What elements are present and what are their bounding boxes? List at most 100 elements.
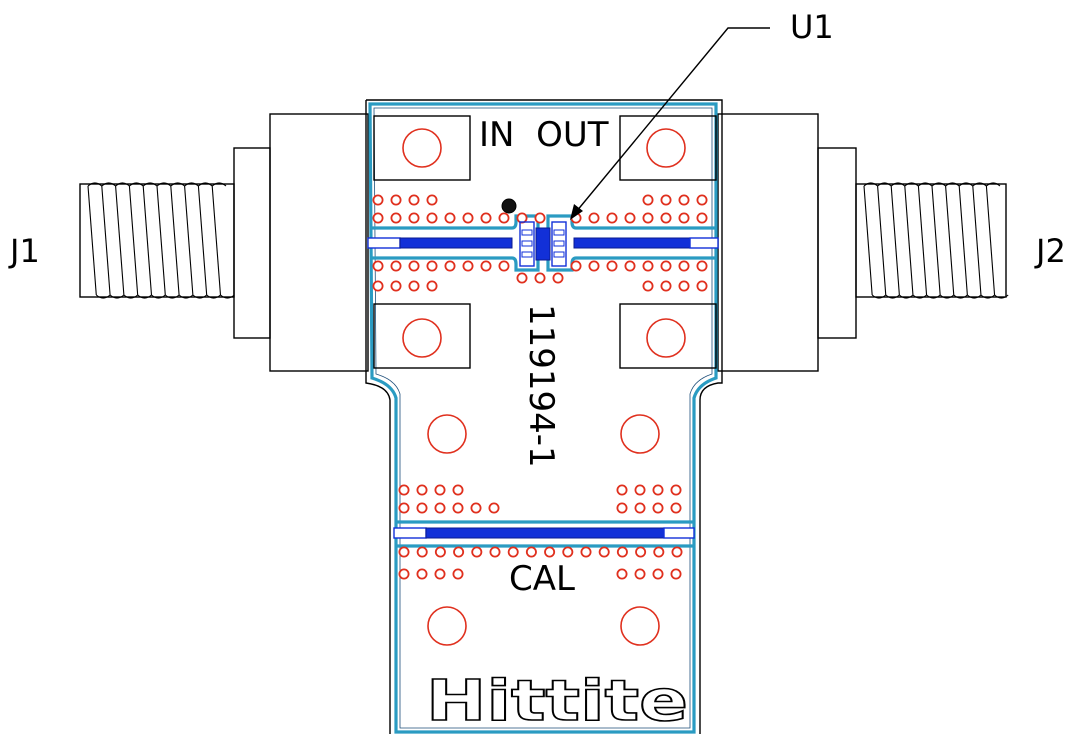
via (616, 502, 628, 514)
via (525, 546, 537, 558)
via (580, 546, 592, 558)
via (670, 484, 682, 496)
mount-hole-8 (620, 606, 660, 646)
label-u1: U1 (790, 8, 834, 46)
via (570, 260, 582, 272)
via (652, 502, 664, 514)
via (634, 568, 646, 580)
via (390, 212, 402, 224)
via (434, 546, 446, 558)
via (696, 260, 708, 272)
mount-hole-4 (646, 318, 686, 358)
via (489, 546, 501, 558)
via (372, 212, 384, 224)
via (426, 194, 438, 206)
via (606, 212, 618, 224)
via (660, 194, 672, 206)
label-in-out: IN OUT (479, 115, 609, 155)
label-cal: CAL (509, 559, 575, 599)
connector-j2 (717, 113, 1009, 372)
via (398, 546, 410, 558)
via (616, 546, 628, 558)
via (398, 568, 410, 580)
j2-body (817, 147, 857, 339)
connector-j1 (79, 113, 369, 372)
via (634, 502, 646, 514)
via (652, 484, 664, 496)
via (616, 484, 628, 496)
via (398, 502, 410, 514)
via (562, 546, 574, 558)
mount-hole-3 (402, 318, 442, 358)
via (678, 194, 690, 206)
via (452, 484, 464, 496)
j1-flange (269, 113, 369, 372)
via (426, 212, 438, 224)
via (372, 194, 384, 206)
mount-hole-1 (402, 128, 442, 168)
via (660, 212, 672, 224)
via (642, 212, 654, 224)
via (462, 212, 474, 224)
via (598, 546, 610, 558)
via (408, 260, 420, 272)
via (660, 260, 672, 272)
via (588, 212, 600, 224)
via (488, 502, 500, 514)
via (480, 260, 492, 272)
via (671, 546, 683, 558)
via (534, 272, 546, 284)
via (452, 568, 464, 580)
via (642, 260, 654, 272)
via (660, 280, 672, 292)
label-j1: J1 (8, 232, 40, 270)
via (444, 212, 456, 224)
via (434, 502, 446, 514)
via (642, 194, 654, 206)
via (416, 546, 428, 558)
via (635, 546, 647, 558)
via (408, 280, 420, 292)
via (544, 546, 556, 558)
mount-pad-bottom-right (619, 303, 717, 369)
copper-pour-outline (368, 102, 718, 734)
via (696, 280, 708, 292)
via (416, 568, 428, 580)
via (516, 272, 528, 284)
mount-hole-5 (427, 414, 467, 454)
u1-footprint (519, 221, 567, 267)
via (516, 212, 528, 224)
via (634, 484, 646, 496)
via (434, 568, 446, 580)
j1-body (233, 147, 271, 339)
via (471, 546, 483, 558)
j1-threads (87, 182, 235, 299)
u1-leader-line (575, 27, 770, 213)
via (470, 502, 482, 514)
via (624, 212, 636, 224)
via (616, 568, 628, 580)
j2-threads (863, 182, 1009, 299)
u1-arrowhead (570, 204, 583, 220)
via (670, 502, 682, 514)
via (642, 280, 654, 292)
mount-hole-2 (646, 128, 686, 168)
pcb-outline (365, 99, 723, 734)
via (678, 280, 690, 292)
j1-threaded-barrel (79, 183, 235, 298)
mount-hole-7 (427, 606, 467, 646)
via (552, 272, 564, 284)
pin1-marker (501, 198, 517, 214)
via (678, 212, 690, 224)
via (480, 212, 492, 224)
via (606, 260, 618, 272)
hittite-logo: Hittite (426, 669, 688, 734)
via (452, 502, 464, 514)
rf-trace-cal (393, 527, 695, 539)
via (444, 260, 456, 272)
via (408, 194, 420, 206)
via (398, 484, 410, 496)
mount-pad-bottom-left (373, 303, 471, 369)
via (390, 280, 402, 292)
via (416, 484, 428, 496)
